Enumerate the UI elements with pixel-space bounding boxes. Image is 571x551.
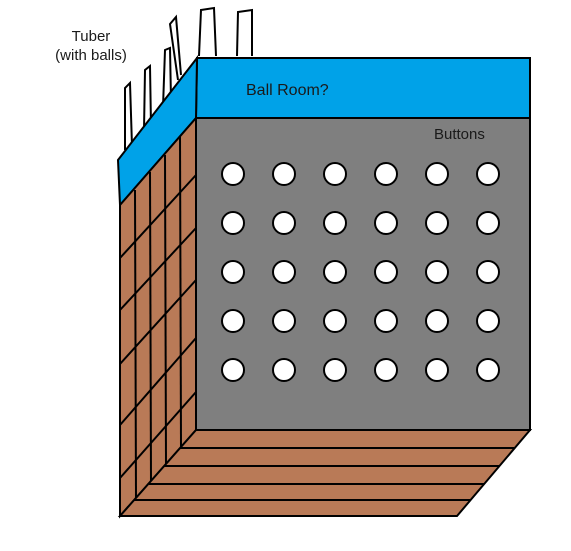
round-button [221,358,245,382]
tuber-label: Tuber (with balls) [36,27,146,65]
round-button [425,211,449,235]
round-button [272,162,296,186]
floor [117,429,533,517]
round-button [425,309,449,333]
round-button [221,260,245,284]
round-button [323,211,347,235]
tube [124,80,133,150]
round-button [374,162,398,186]
round-button [374,211,398,235]
tube [162,46,172,108]
round-button [272,358,296,382]
tube [198,6,217,57]
tuber-label-line2: (with balls) [55,47,127,64]
round-button [476,211,500,235]
round-button [476,162,500,186]
round-button [374,260,398,284]
round-button [323,162,347,186]
round-button [476,260,500,284]
tuber-label-line1: Tuber [71,28,111,45]
round-button [374,358,398,382]
buttons-label: Buttons [434,126,485,143]
round-button [476,309,500,333]
brick-wall [119,115,197,519]
round-button [221,211,245,235]
round-button [221,309,245,333]
round-button [323,309,347,333]
round-button [323,260,347,284]
round-button [425,260,449,284]
button-grid [221,162,500,382]
round-button [221,162,245,186]
room-label: Ball Room? [246,82,329,99]
round-button [272,211,296,235]
front-wall [195,117,531,431]
round-button [323,358,347,382]
tuber-tubes [124,6,253,150]
tube [143,63,152,131]
round-button [272,260,296,284]
round-button [476,358,500,382]
round-button [425,358,449,382]
tube [168,14,182,81]
round-button [374,309,398,333]
round-button [272,309,296,333]
tube [236,8,253,57]
round-button [425,162,449,186]
